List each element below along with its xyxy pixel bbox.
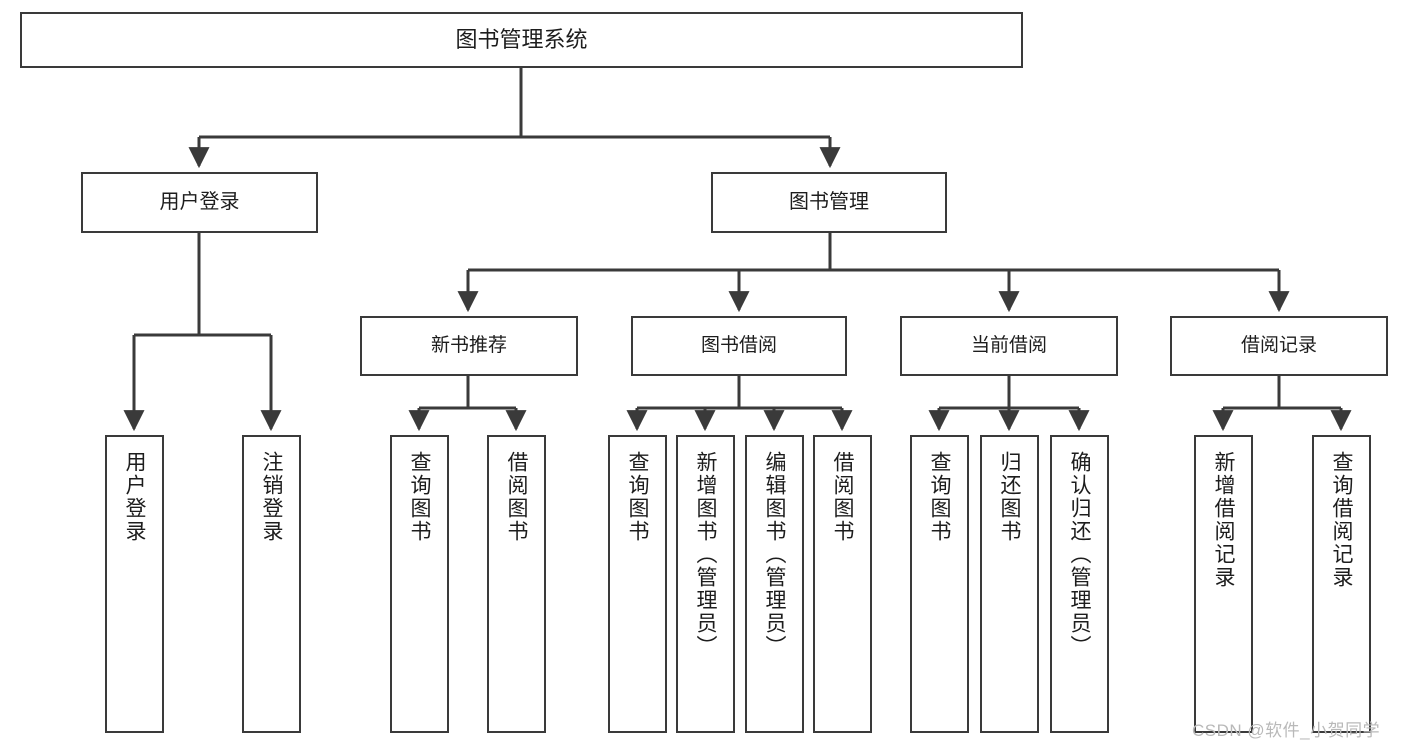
node-current-borrow-label: 当前借阅 [970,335,1047,357]
node-book-manage-label: 图书管理 [789,191,869,214]
node-leaf-user-login[interactable]: 用户登录 [105,435,164,733]
node-leaf-add-book[interactable]: 新增图书（管理员） [676,435,735,733]
node-leaf-borrow-book-2-label: 借阅图书 [831,451,854,543]
node-leaf-borrow-book-2[interactable]: 借阅图书 [813,435,872,733]
node-root-label: 图书管理系统 [455,26,588,52]
node-leaf-query-book-2[interactable]: 查询图书 [608,435,667,733]
node-leaf-add-book-label: 新增图书（管理员） [694,451,717,658]
node-leaf-query-book-2-label: 查询图书 [626,451,649,543]
node-leaf-query-book-3[interactable]: 查询图书 [910,435,969,733]
node-root[interactable]: 图书管理系统 [20,12,1023,68]
node-leaf-edit-book[interactable]: 编辑图书（管理员） [745,435,804,733]
node-leaf-query-record[interactable]: 查询借阅记录 [1312,435,1371,733]
node-leaf-user-login-label: 用户登录 [123,451,146,543]
node-book-borrow-label: 图书借阅 [700,335,777,357]
node-borrow-record[interactable]: 借阅记录 [1170,316,1388,376]
node-book-borrow[interactable]: 图书借阅 [631,316,847,376]
node-leaf-logout-label: 注销登录 [260,451,283,543]
node-book-manage[interactable]: 图书管理 [711,172,947,233]
node-leaf-return-book-label: 归还图书 [998,451,1021,543]
node-leaf-confirm-return[interactable]: 确认归还（管理员） [1050,435,1109,733]
node-leaf-query-book-3-label: 查询图书 [928,451,951,543]
node-leaf-add-record-label: 新增借阅记录 [1212,451,1235,589]
node-user-login-label: 用户登录 [159,191,240,214]
node-new-book-recommend[interactable]: 新书推荐 [360,316,578,376]
node-new-book-recommend-label: 新书推荐 [430,335,507,357]
node-current-borrow[interactable]: 当前借阅 [900,316,1118,376]
node-leaf-add-record[interactable]: 新增借阅记录 [1194,435,1253,733]
node-leaf-borrow-book-1[interactable]: 借阅图书 [487,435,546,733]
node-leaf-query-book-1[interactable]: 查询图书 [390,435,449,733]
node-leaf-logout[interactable]: 注销登录 [242,435,301,733]
node-leaf-return-book[interactable]: 归还图书 [980,435,1039,733]
csdn-watermark: CSDN @软件_小贺同学 [1192,721,1381,740]
node-user-login[interactable]: 用户登录 [81,172,318,233]
node-leaf-query-book-1-label: 查询图书 [408,451,431,543]
node-leaf-query-record-label: 查询借阅记录 [1330,451,1353,589]
node-borrow-record-label: 借阅记录 [1240,335,1317,357]
node-leaf-edit-book-label: 编辑图书（管理员） [763,451,786,658]
node-leaf-confirm-return-label: 确认归还（管理员） [1068,451,1091,658]
node-leaf-borrow-book-1-label: 借阅图书 [505,451,528,543]
